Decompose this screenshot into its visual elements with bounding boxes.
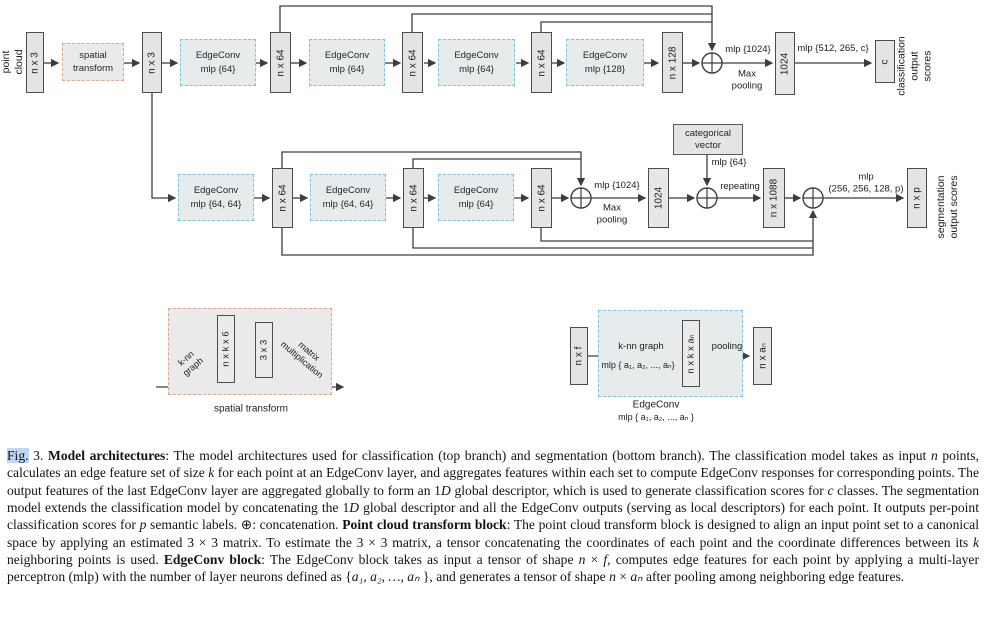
- max-pooling-label-top: Max pooling: [731, 68, 763, 92]
- caption-segment: k: [972, 534, 979, 550]
- concat-icon: [696, 187, 718, 209]
- edgeconv1-block: EdgeConv mlp {64}: [180, 39, 256, 86]
- caption-segment: points, calculates an edge feature set o…: [7, 448, 979, 481]
- edgeconv6-label: EdgeConv mlp {64, 64}: [322, 185, 374, 210]
- edgeconv-detail-block: [598, 310, 743, 397]
- edgeconv6-block: EdgeConv mlp {64, 64}: [310, 174, 386, 221]
- segmentation-mlp-label: mlp (256, 256, 128, p): [828, 171, 904, 195]
- spatial-transform-detail-block: [168, 308, 332, 395]
- spatial-transform-caption: spatial transform: [214, 403, 288, 415]
- pooling-label: pooling: [711, 340, 743, 352]
- categorical-vector-label: categorical vector: [685, 127, 731, 151]
- spatial-transform-block: spatial transform: [62, 43, 124, 81]
- caption-segment: after pooling among neighboring edge fea…: [642, 569, 905, 585]
- nxkxan-box: n x k x aₙ: [682, 320, 700, 387]
- caption-segment: classes. The segmentation model extends …: [7, 482, 979, 515]
- concat-icon: [802, 187, 824, 209]
- concat-icon: [701, 52, 723, 74]
- caption-segment: k: [208, 465, 215, 481]
- caption-segment: : The model architectures used for class…: [165, 448, 931, 463]
- caption-segment: semantic labels. ⊕: concatenation.: [146, 517, 343, 533]
- 3x3-matrix-box: 3 x 3: [255, 322, 273, 378]
- caption-segment: ×: [585, 551, 604, 567]
- figure-number-link[interactable]: Fig.: [7, 448, 29, 463]
- c-scores-box: c: [875, 40, 895, 83]
- edgeconv-caption-line2: mlp { a₁, a₂, ..., aₙ }: [618, 412, 694, 423]
- caption-segment: for each point at an EdgeConv layer, and…: [7, 465, 979, 498]
- caption-segment: }, and generates a tensor of shape: [419, 569, 610, 585]
- edgeconv-caption-line1: EdgeConv: [632, 399, 680, 411]
- n64-box-bottom1: n x 64: [272, 168, 293, 228]
- caption-segment: : The EdgeConv block takes as input a te…: [261, 551, 579, 567]
- nxf-box: n x f: [570, 327, 588, 385]
- caption-segment: , computes edge features for each point …: [7, 551, 979, 585]
- spatial-transform-label: spatial transform: [72, 49, 114, 74]
- edgeconv1-label: EdgeConv mlp {64}: [195, 50, 241, 75]
- n64-box-bottom2: n x 64: [403, 168, 424, 228]
- n64-box-bottom3: n x 64: [531, 168, 552, 228]
- figure-caption: Fig. 3. Model architectures: The model a…: [0, 438, 987, 586]
- max-pooling-label-bottom: Max pooling: [596, 202, 628, 226]
- edgeconv2-label: EdgeConv mlp {64}: [324, 50, 370, 75]
- caption-segment: n: [609, 569, 616, 585]
- knn-graph-label-ec: k-nn graph: [618, 340, 664, 352]
- caption-segment: : The point cloud transform block is des…: [7, 517, 979, 550]
- nxp-box: n x p: [907, 168, 927, 228]
- caption-segment: n: [930, 448, 938, 463]
- caption-segment: D: [349, 499, 360, 515]
- n64-box-top1: n x 64: [270, 32, 291, 93]
- repeating-label: repeating: [720, 180, 760, 192]
- transformed-n3-box: n x 3: [142, 32, 162, 93]
- mlp64-label: mlp {64}: [711, 156, 747, 168]
- caption-segment: global descriptor, which is used to gene…: [450, 482, 828, 498]
- edgeconv5-label: EdgeConv mlp {64, 64}: [190, 185, 242, 210]
- edgeconv3-block: EdgeConv mlp {64}: [438, 39, 515, 86]
- architecture-figure: point cloud n x 3 spatial transform n x …: [0, 5, 960, 423]
- categorical-vector-box: categorical vector: [673, 124, 743, 155]
- mlp1024-label-top: mlp {1024}: [725, 43, 771, 55]
- edgeconv7-block: EdgeConv mlp {64}: [438, 174, 514, 221]
- caption-segment: aₙ: [630, 569, 643, 585]
- input-n3-box: n x 3: [26, 32, 44, 93]
- caption-segment: 3.: [28, 448, 48, 463]
- caption-segment: n: [578, 551, 586, 567]
- nxan-box: n x aₙ: [753, 327, 772, 385]
- caption-segment: ×: [615, 569, 631, 585]
- classifier-mlp-label: mlp {512, 265, c}: [797, 42, 869, 54]
- caption-segment: f: [603, 551, 608, 567]
- mlp-layers-label: mlp { a₁, a₂, ..., aₙ}: [601, 360, 675, 371]
- caption-segment: c: [827, 482, 834, 498]
- edgeconv2-block: EdgeConv mlp {64}: [309, 39, 385, 86]
- concat-icon: [570, 187, 592, 209]
- edgeconv4-label: EdgeConv mlp {128}: [582, 50, 628, 75]
- caption-segment: neighboring points is used.: [7, 551, 164, 567]
- caption-segment: global descriptor and all the EdgeConv o…: [7, 499, 979, 533]
- edgeconv3-label: EdgeConv mlp {64}: [454, 50, 499, 75]
- edgeconv4-block: EdgeConv mlp {128}: [566, 39, 644, 86]
- caption-segment: Point cloud transform block: [342, 517, 507, 533]
- caption-segment: EdgeConv block: [163, 551, 262, 567]
- caption-segment: a₁, a₂, …, aₙ: [351, 569, 420, 585]
- global-1024-box-bottom: 1024: [648, 168, 669, 228]
- n64-box-top3: n x 64: [531, 32, 552, 93]
- nxkx6-box: n x k x 6: [217, 315, 235, 383]
- n64-box-top2: n x 64: [402, 32, 423, 93]
- caption-segment: Model architectures: [47, 448, 166, 463]
- caption-segment: p: [139, 517, 147, 533]
- edgeconv7-label: EdgeConv mlp {64}: [453, 185, 499, 210]
- n128-box: n x 128: [662, 32, 683, 93]
- edgeconv5-block: EdgeConv mlp {64, 64}: [178, 174, 254, 221]
- global-1024-box: 1024: [775, 32, 795, 95]
- mlp1024-label-bottom: mlp {1024}: [594, 179, 640, 191]
- caption-segment: D: [440, 482, 451, 498]
- n1088-box: n x 1088: [763, 168, 785, 228]
